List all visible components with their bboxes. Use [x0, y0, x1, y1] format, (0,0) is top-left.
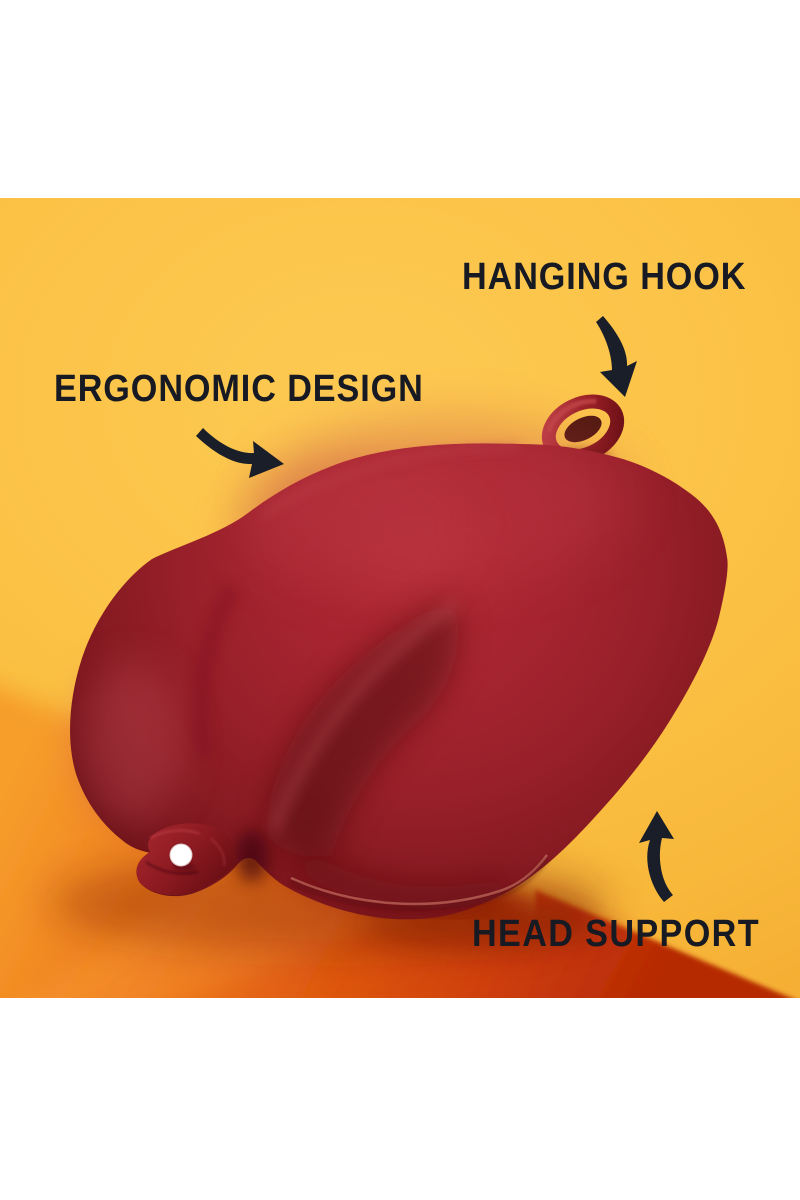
- snap-button-rim: [168, 842, 194, 868]
- arrow-curved-down-icon: [596, 316, 637, 397]
- left-lobe-highlight: [80, 661, 184, 825]
- bottom-edge-shadow: [293, 849, 509, 910]
- dome-highlight-2: [230, 458, 470, 598]
- label-head-support: HEAD SUPPORT: [472, 913, 760, 955]
- inner-ridge-highlight: [269, 598, 461, 833]
- arrow-curved-up-icon: [639, 811, 674, 902]
- floor-sharp-diagonal: [535, 890, 792, 998]
- label-hanging-hook: HANGING HOOK: [462, 256, 747, 298]
- stitch-seam: [290, 854, 549, 906]
- snap-button: [169, 843, 193, 867]
- neck-pillow-illustration: [50, 394, 728, 953]
- arrow-curved-down-right-icon: [196, 428, 284, 478]
- stitch-seam-shadow: [290, 857, 549, 910]
- scene: HANGING HOOK ERGONOMIC DESIGN HEAD SUPPO…: [0, 198, 800, 998]
- top-rim-light: [260, 444, 521, 519]
- annotation-arrows: [196, 316, 674, 902]
- lobe-crease: [196, 585, 237, 759]
- top-letterbox-bar: [0, 0, 800, 198]
- lobe-gap-shadow: [236, 830, 268, 882]
- label-ergonomic-design: ERGONOMIC DESIGN: [54, 368, 424, 410]
- neck-hole-shadow: [267, 600, 459, 858]
- bottom-letterbox-bar: [0, 998, 800, 1200]
